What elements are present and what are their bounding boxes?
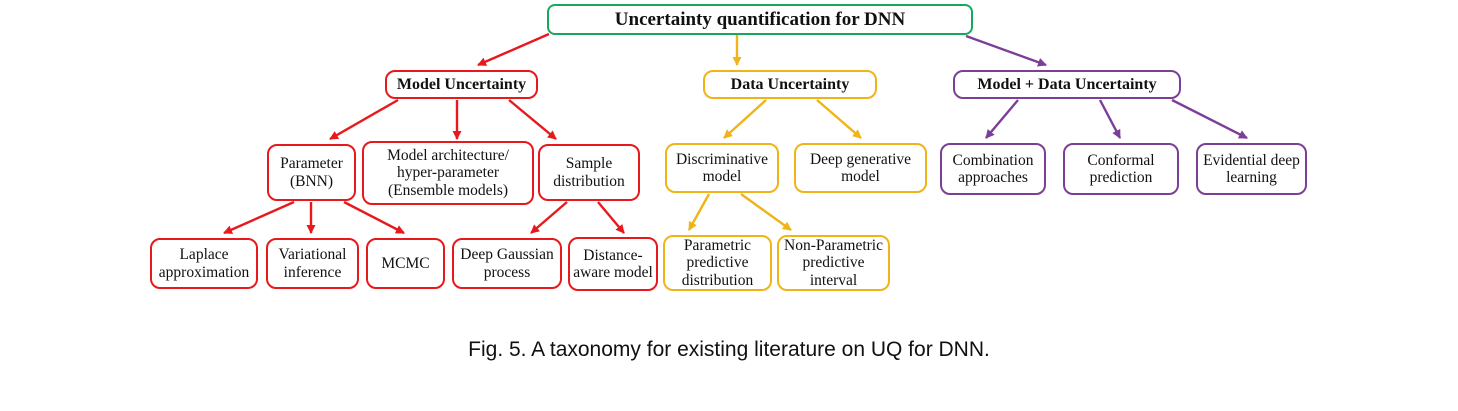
node-combination-approaches: Combination approaches: [940, 143, 1046, 195]
node-uncertainty-quantification-dnn: Uncertainty quantification for DNN: [547, 4, 973, 35]
node-conformal-prediction: Conformal prediction: [1063, 143, 1179, 195]
node-distance-aware-model: Distance-aware model: [568, 237, 658, 291]
node-model-plus-data-uncertainty: Model + Data Uncertainty: [953, 70, 1181, 99]
node-model-uncertainty: Model Uncertainty: [385, 70, 538, 99]
node-discriminative-model: Discriminative model: [665, 143, 779, 193]
node-model-architecture-hyper-parameter: Model architecture/ hyper-parameter (Ens…: [362, 141, 534, 205]
node-variational-inference: Variational inference: [266, 238, 359, 289]
node-mcmc: MCMC: [366, 238, 445, 289]
node-parameter-bnn: Parameter (BNN): [267, 144, 356, 201]
node-non-parametric-predictive-interval: Non-Parametric predictive interval: [777, 235, 890, 291]
node-laplace-approximation: Laplace approximation: [150, 238, 258, 289]
node-deep-gaussian-process: Deep Gaussian process: [452, 238, 562, 289]
node-evidential-deep-learning: Evidential deep learning: [1196, 143, 1307, 195]
node-sample-distribution: Sample distribution: [538, 144, 640, 201]
node-parametric-predictive-distribution: Parametric predictive distribution: [663, 235, 772, 291]
node-data-uncertainty: Data Uncertainty: [703, 70, 877, 99]
figure-caption: Fig. 5. A taxonomy for existing literatu…: [468, 338, 990, 361]
node-deep-generative-model: Deep generative model: [794, 143, 927, 193]
